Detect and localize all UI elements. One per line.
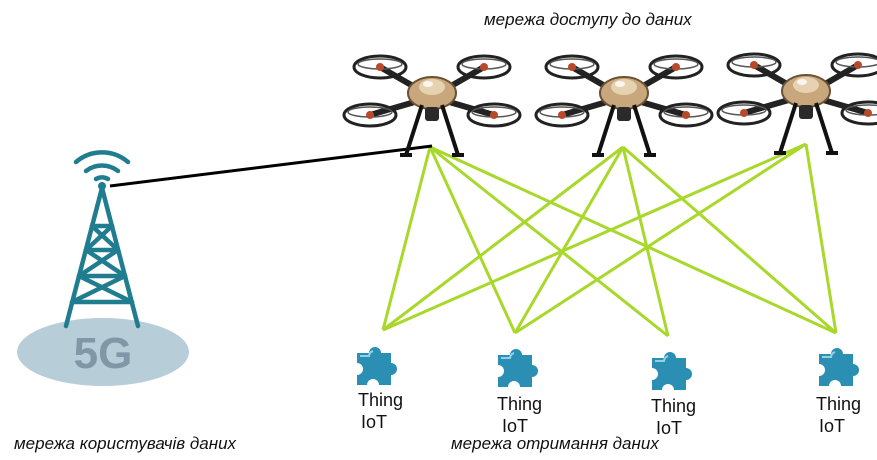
drone-icon	[342, 54, 522, 157]
link-drone1-thing2	[428, 146, 517, 334]
thing-label-1: Thing IoT	[358, 389, 403, 433]
users-network-caption: мережа користувачів даних	[14, 434, 237, 453]
access-links	[381, 142, 838, 338]
link-drone3-thing1	[382, 142, 807, 332]
tower-5g-icon: 5G	[17, 150, 189, 386]
receiving-network-caption: мережа отримання даних	[451, 434, 659, 453]
puzzle-icon	[498, 349, 538, 387]
link-drone1-thing3	[429, 145, 669, 338]
link-drone2-thing1	[382, 145, 624, 332]
puzzle-icon	[357, 347, 397, 385]
thing-label-line1: Thing	[651, 396, 697, 416]
thing-label-line2: IoT	[502, 416, 529, 436]
thing-label-2: Thing IoT	[497, 393, 542, 437]
drone-icon	[534, 54, 714, 157]
thing-label-3: Thing IoT	[651, 395, 696, 439]
link-drone2-thing3	[621, 146, 670, 337]
thing-label-line2: IoT	[819, 416, 846, 436]
drone-icon	[716, 52, 877, 155]
link-drone1-thing1	[381, 146, 432, 331]
thing-label-line2: IoT	[656, 418, 683, 438]
thing-label-line1: Thing	[497, 394, 543, 414]
thing-label-line2: IoT	[361, 412, 388, 432]
thing-label-line1: Thing	[358, 390, 404, 410]
puzzle-icon	[652, 352, 692, 390]
link-drone1-thing4	[429, 145, 837, 335]
thing-label-4: Thing IoT	[816, 393, 861, 437]
puzzle-icon	[819, 348, 859, 386]
thing-label-line1: Thing	[816, 394, 862, 414]
backhaul-link	[109, 144, 433, 188]
link-drone3-thing4	[804, 143, 838, 334]
link-drone2-thing4	[622, 145, 837, 335]
link-drone3-thing2	[514, 142, 807, 335]
link-drone2-thing2	[513, 146, 625, 334]
badge-ellipse	[17, 318, 189, 386]
badge-text: 5G	[74, 329, 133, 378]
access-network-caption: мережа доступу до даних	[484, 10, 692, 29]
